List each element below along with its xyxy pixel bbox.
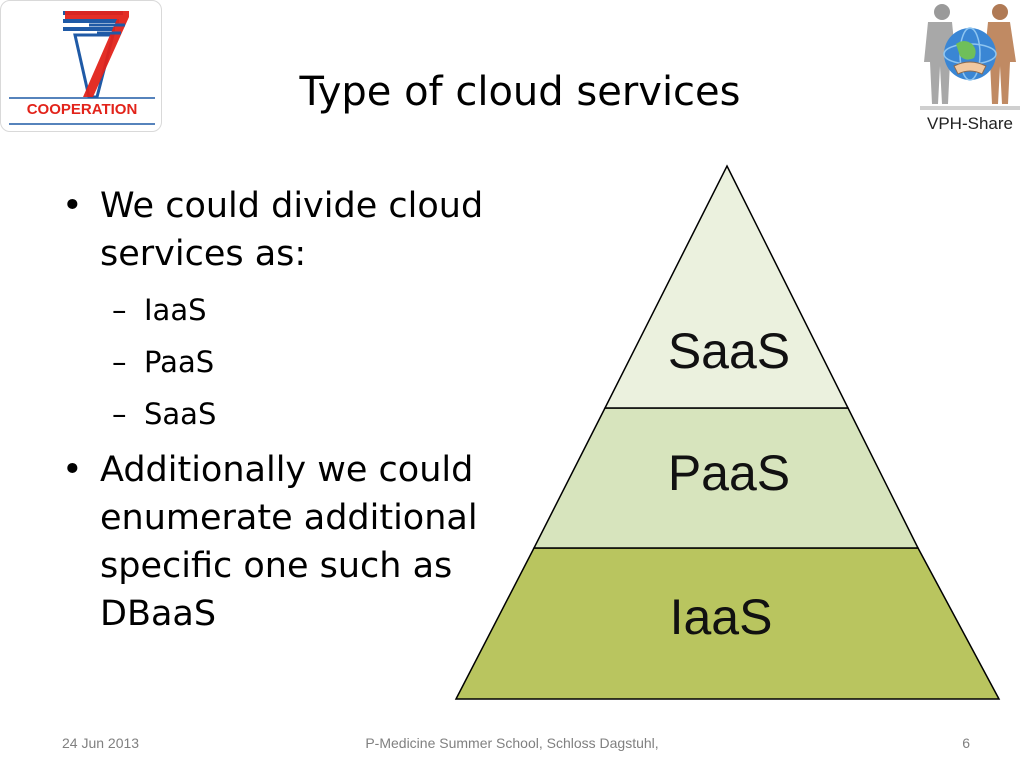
bullet-text-line: specific one such as: [100, 546, 453, 586]
fp7-logo-text: COOPERATION: [26, 101, 138, 118]
sub-bullet-text: IaaS: [144, 293, 207, 327]
page-title: Type of cloud services: [299, 69, 741, 115]
bullet-content: • We could divide cloud services as: – I…: [60, 182, 520, 640]
bullet-icon: •: [62, 186, 83, 226]
dash-icon: –: [112, 345, 127, 379]
page-number: 6: [962, 735, 970, 751]
vph-share-logo: VPH-Share: [916, 0, 1024, 136]
fp7-logo-graphic: [9, 11, 155, 125]
footer-event: P-Medicine Summer School, Schloss Dagstu…: [365, 735, 659, 751]
dash-icon: –: [112, 397, 127, 431]
pyramid-layer-saas: [603, 164, 850, 409]
bullet-text-line: We could divide cloud: [100, 186, 484, 226]
pyramid-label-paas: PaaS: [667, 445, 791, 501]
bullet-icon: •: [62, 450, 83, 490]
sub-bullet-paas: – PaaS: [60, 336, 520, 388]
footer-date: 24 Jun 2013: [62, 735, 140, 751]
bullet-text-line: services as:: [100, 234, 307, 274]
sub-bullet-iaas: – IaaS: [60, 284, 520, 336]
bullet-text-line: enumerate additional: [100, 498, 478, 538]
cloud-services-pyramid: [454, 164, 1001, 700]
pyramid-label-iaas: IaaS: [669, 589, 773, 645]
vph-logo-graphic: [920, 4, 1020, 110]
sub-bullet-saas: – SaaS: [60, 388, 520, 440]
bullet-additional-services: • Additionally we could enumerate additi…: [60, 446, 520, 638]
fp7-cooperation-logo: COOPERATION: [0, 0, 162, 132]
bullet-text-line: DBaaS: [100, 594, 217, 634]
sub-bullet-text: SaaS: [144, 397, 217, 431]
sub-bullet-list: – IaaS – PaaS – SaaS: [60, 284, 520, 440]
sub-bullet-text: PaaS: [144, 345, 215, 379]
pyramid-label-saas: SaaS: [667, 323, 791, 379]
dash-icon: –: [112, 293, 127, 327]
bullet-text-line: Additionally we could: [100, 450, 474, 490]
bullet-divide-services: • We could divide cloud services as:: [60, 182, 520, 278]
vph-logo-text: VPH-Share: [927, 114, 1013, 133]
